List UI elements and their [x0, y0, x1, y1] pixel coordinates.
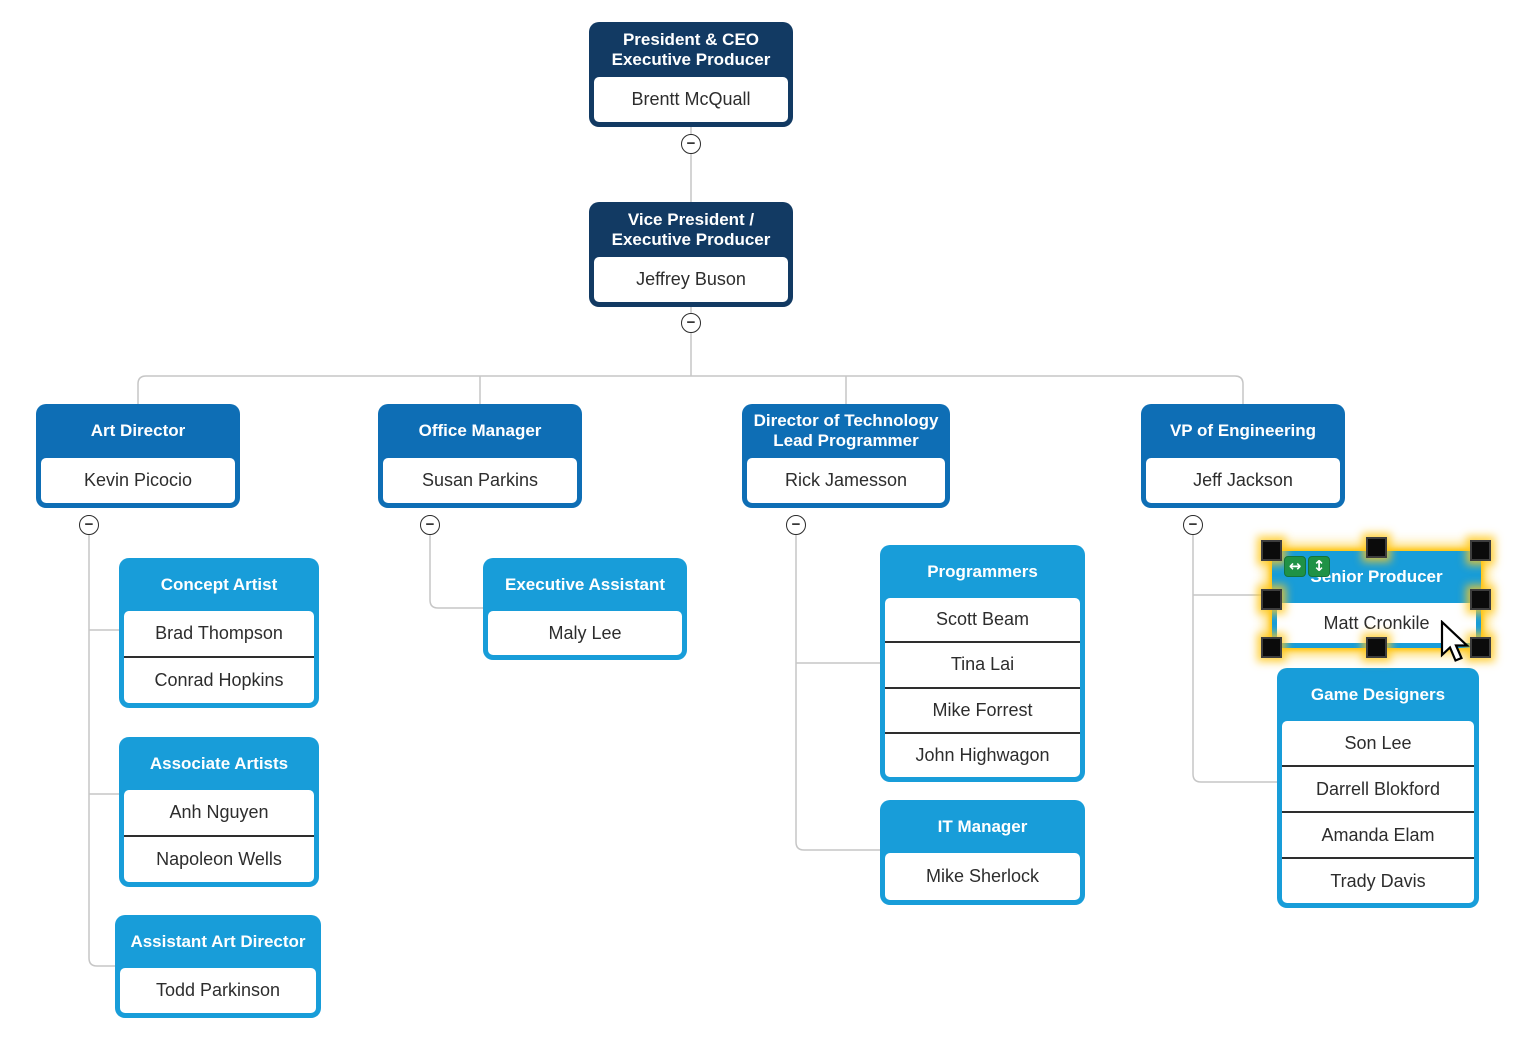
node-title: Senior Producer [1310, 567, 1443, 586]
node-title: Programmers [927, 561, 1038, 581]
minus-icon: − [686, 134, 696, 152]
node-member: Son Lee [1344, 732, 1412, 753]
org-node-president-ceo[interactable]: President & CEO Executive Producer Brent… [589, 22, 793, 127]
org-node-concept-artist[interactable]: Concept Artist Brad Thompson Conrad Hopk… [119, 558, 319, 708]
node-title: VP of Engineering [1169, 421, 1317, 440]
selection-handle-middle-right[interactable] [1470, 589, 1491, 610]
org-node-game-designers[interactable]: Game Designers Son Lee Darrell Blokford … [1277, 668, 1479, 908]
collapse-toggle-art-director[interactable]: − [79, 515, 99, 535]
node-member: Anh Nguyen [169, 802, 269, 822]
node-member: Todd Parkinson [155, 980, 281, 1000]
selection-handle-bottom-center[interactable] [1366, 637, 1387, 658]
node-title: Executive Assistant [505, 574, 665, 594]
vertical-resize-icon[interactable]: ↕ [1308, 556, 1330, 577]
selection-handle-bottom-left[interactable] [1261, 637, 1282, 658]
node-member: Brad Thompson [155, 623, 283, 643]
selection-handle-bottom-right[interactable] [1470, 637, 1491, 658]
node-title: Assistant Art Director [130, 931, 306, 951]
org-node-executive-assistant[interactable]: Executive Assistant Maly Lee [483, 558, 687, 660]
selection-handle-top-left[interactable] [1261, 540, 1282, 561]
node-member: Susan Parkins [421, 470, 539, 490]
node-member: Conrad Hopkins [124, 656, 314, 703]
node-member: Maly Lee [548, 622, 622, 643]
selection-handle-top-center[interactable] [1366, 537, 1387, 558]
collapse-toggle-vice-president[interactable]: − [681, 313, 701, 333]
node-member: Kevin Picocio [83, 470, 193, 490]
node-member: Scott Beam [935, 609, 1030, 630]
node-member: Jeffrey Buson [636, 269, 746, 289]
node-member: Trady Davis [1282, 857, 1474, 903]
node-title: Concept Artist [160, 574, 278, 594]
node-member: Jeff Jackson [1193, 470, 1293, 490]
org-node-vp-of-engineering[interactable]: VP of Engineering Jeff Jackson [1141, 404, 1345, 508]
node-member: Mike Forrest [885, 686, 1080, 732]
node-title: Associate Artists [149, 753, 289, 773]
selection-handle-middle-left[interactable] [1261, 589, 1282, 610]
node-title: Office Manager [418, 421, 542, 440]
node-member: Rick Jamesson [784, 470, 908, 490]
org-node-art-director[interactable]: Art Director Kevin Picocio [36, 404, 240, 508]
selection-handle-top-right[interactable] [1470, 540, 1491, 561]
node-title: Game Designers [1310, 684, 1446, 704]
minus-icon: − [425, 515, 435, 533]
org-node-it-manager[interactable]: IT Manager Mike Sherlock [880, 800, 1085, 905]
node-title: Art Director [90, 421, 186, 440]
node-member: John Highwagon [885, 731, 1080, 777]
org-node-vice-president[interactable]: Vice President / Executive Producer Jeff… [589, 202, 793, 307]
org-node-associate-artists[interactable]: Associate Artists Anh Nguyen Napoleon We… [119, 737, 319, 887]
collapse-toggle-vp-of-engineering[interactable]: − [1183, 515, 1203, 535]
collapse-toggle-president[interactable]: − [681, 134, 701, 154]
org-node-programmers[interactable]: Programmers Scott Beam Tina Lai Mike For… [880, 545, 1085, 782]
minus-icon: − [686, 313, 696, 331]
node-member: Amanda Elam [1282, 811, 1474, 857]
node-title: Vice President / Executive Producer [611, 209, 771, 249]
mouse-cursor-icon [1440, 620, 1470, 662]
node-member: Tina Lai [885, 641, 1080, 686]
minus-icon: − [791, 515, 801, 533]
org-node-assistant-art-director[interactable]: Assistant Art Director Todd Parkinson [115, 915, 321, 1018]
node-title: Director of Technology Lead Programmer [753, 411, 939, 450]
node-member: Brentt McQuall [631, 89, 751, 109]
org-node-director-of-technology[interactable]: Director of Technology Lead Programmer R… [742, 404, 950, 508]
minus-icon: − [1188, 515, 1198, 533]
node-member: Mike Sherlock [925, 866, 1040, 886]
node-member: Napoleon Wells [124, 835, 314, 882]
org-node-senior-producer[interactable]: Senior Producer Matt Cronkile [1272, 551, 1481, 648]
node-member: Matt Cronkile [1323, 612, 1430, 633]
horizontal-resize-icon[interactable]: ↔ [1284, 556, 1306, 577]
node-title: President & CEO Executive Producer [611, 29, 771, 69]
node-member: Darrell Blokford [1282, 765, 1474, 811]
minus-icon: − [84, 515, 94, 533]
org-node-office-manager[interactable]: Office Manager Susan Parkins [378, 404, 582, 508]
collapse-toggle-director-of-technology[interactable]: − [786, 515, 806, 535]
node-title: IT Manager [937, 816, 1028, 836]
collapse-toggle-office-manager[interactable]: − [420, 515, 440, 535]
